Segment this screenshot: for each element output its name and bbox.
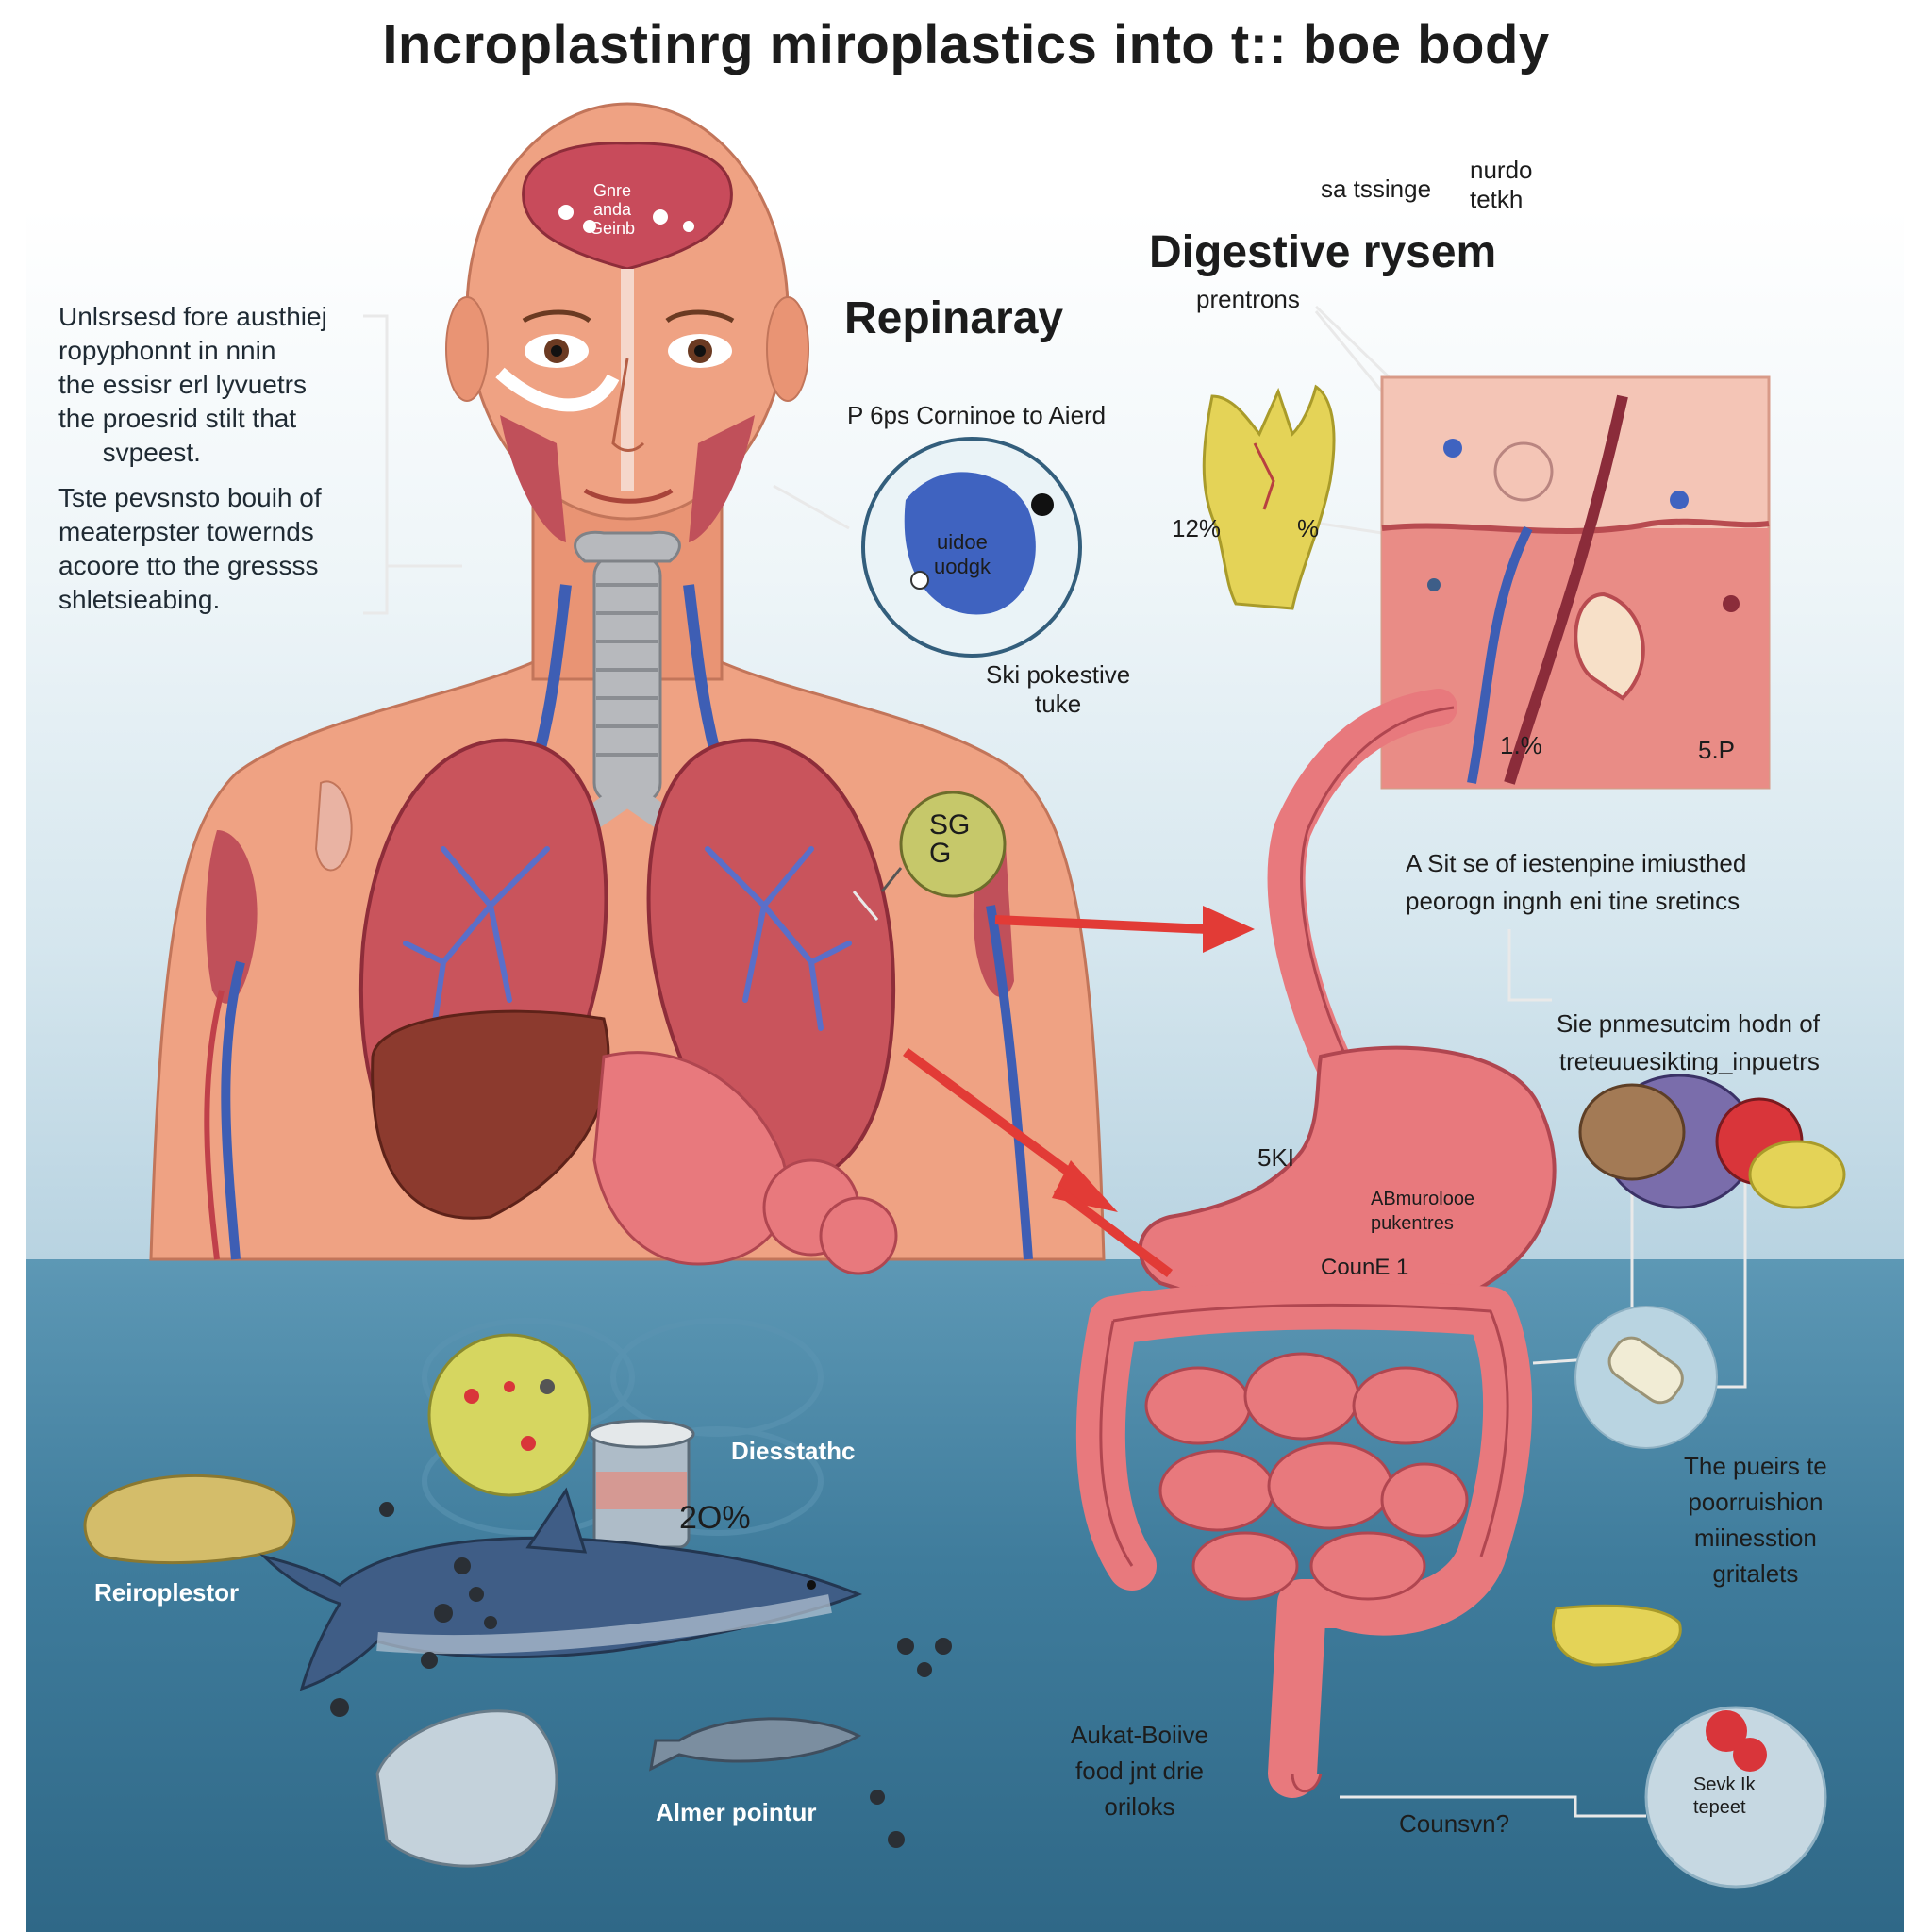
label-aukat: Aukat-Boiive food jnt drie oriloks <box>1071 1721 1208 1821</box>
trachea <box>592 555 662 804</box>
label-p6ps: P 6ps Corninoe to Aierd <box>847 401 1107 429</box>
digestive-heading: Digestive rysem <box>1149 227 1497 277</box>
label-counel: CounE 1 <box>1321 1255 1409 1280</box>
label-percent: % <box>1297 514 1320 542</box>
ocean-scene <box>83 1318 952 1868</box>
label-prentrons: prentrons <box>1196 285 1300 313</box>
small-fish <box>649 1717 862 1772</box>
tissue-inset-panel <box>1380 375 1771 790</box>
particle-circle-sg <box>899 791 1007 898</box>
label-ski: Ski pokestive tuke <box>986 660 1131 718</box>
respiratory-heading: Repinaray <box>844 293 1064 343</box>
label-sg: SG G <box>929 809 971 869</box>
label-12-percent: 12% <box>1172 514 1222 542</box>
respiratory-inset-circle <box>861 437 1082 658</box>
label-20-percent: 2O% <box>679 1500 751 1536</box>
shark <box>259 1536 863 1691</box>
page-title: Incroplastinrg miroplastics into t:: boe… <box>382 14 1550 75</box>
intro-paragraph-2: Tste pevsnsto bouih of meaterpster tower… <box>58 483 322 614</box>
label-uidoe: uidoe uodgk <box>934 530 991 578</box>
label-5p: 5.P <box>1698 736 1736 764</box>
label-sie: Sie pnmesutcim hodn of treteuuesikting_i… <box>1557 1009 1820 1075</box>
label-counsvn: Counsvn? <box>1399 1809 1510 1838</box>
label-top-right-b: nurdo tetkh <box>1470 156 1533 213</box>
label-top-right-a: sa tssinge <box>1321 175 1432 203</box>
particle-circle-bottom <box>1644 1706 1827 1889</box>
label-sevk: Sevk Ik tepeet <box>1693 1774 1756 1818</box>
label-1-percent: 1.% <box>1500 731 1542 759</box>
label-puers: The pueirs te poorruishion miinesstion g… <box>1684 1452 1827 1588</box>
human-figure <box>149 102 1106 1275</box>
label-5ki: 5KI <box>1257 1143 1295 1172</box>
liver <box>371 1009 610 1220</box>
label-diesstatic: Diesstathc <box>731 1437 856 1465</box>
digestive-tract <box>1075 689 1557 1798</box>
label-a-sit: A Sit se of iestenpine imiusthed peorogn… <box>1406 849 1747 915</box>
brain-section <box>522 142 733 271</box>
label-almer: Almer pointur <box>656 1798 817 1826</box>
flow-arrows <box>903 906 1255 1277</box>
plastic-bottle <box>375 1709 558 1868</box>
yellow-pill <box>1551 1604 1682 1667</box>
bronchi <box>403 846 852 1031</box>
sponge <box>83 1474 296 1565</box>
organ-cluster <box>1578 1074 1846 1209</box>
label-brain: Gnre anda Geinb <box>590 181 636 238</box>
label-abmu: ABmurolooe pukentres <box>1371 1189 1475 1234</box>
intro-paragraph-1: Unlsrsesd fore austhiej ropyphonnt in nn… <box>58 302 327 467</box>
microplastic-circle <box>427 1333 591 1497</box>
label-reiro: Reiroplestor <box>94 1578 240 1607</box>
